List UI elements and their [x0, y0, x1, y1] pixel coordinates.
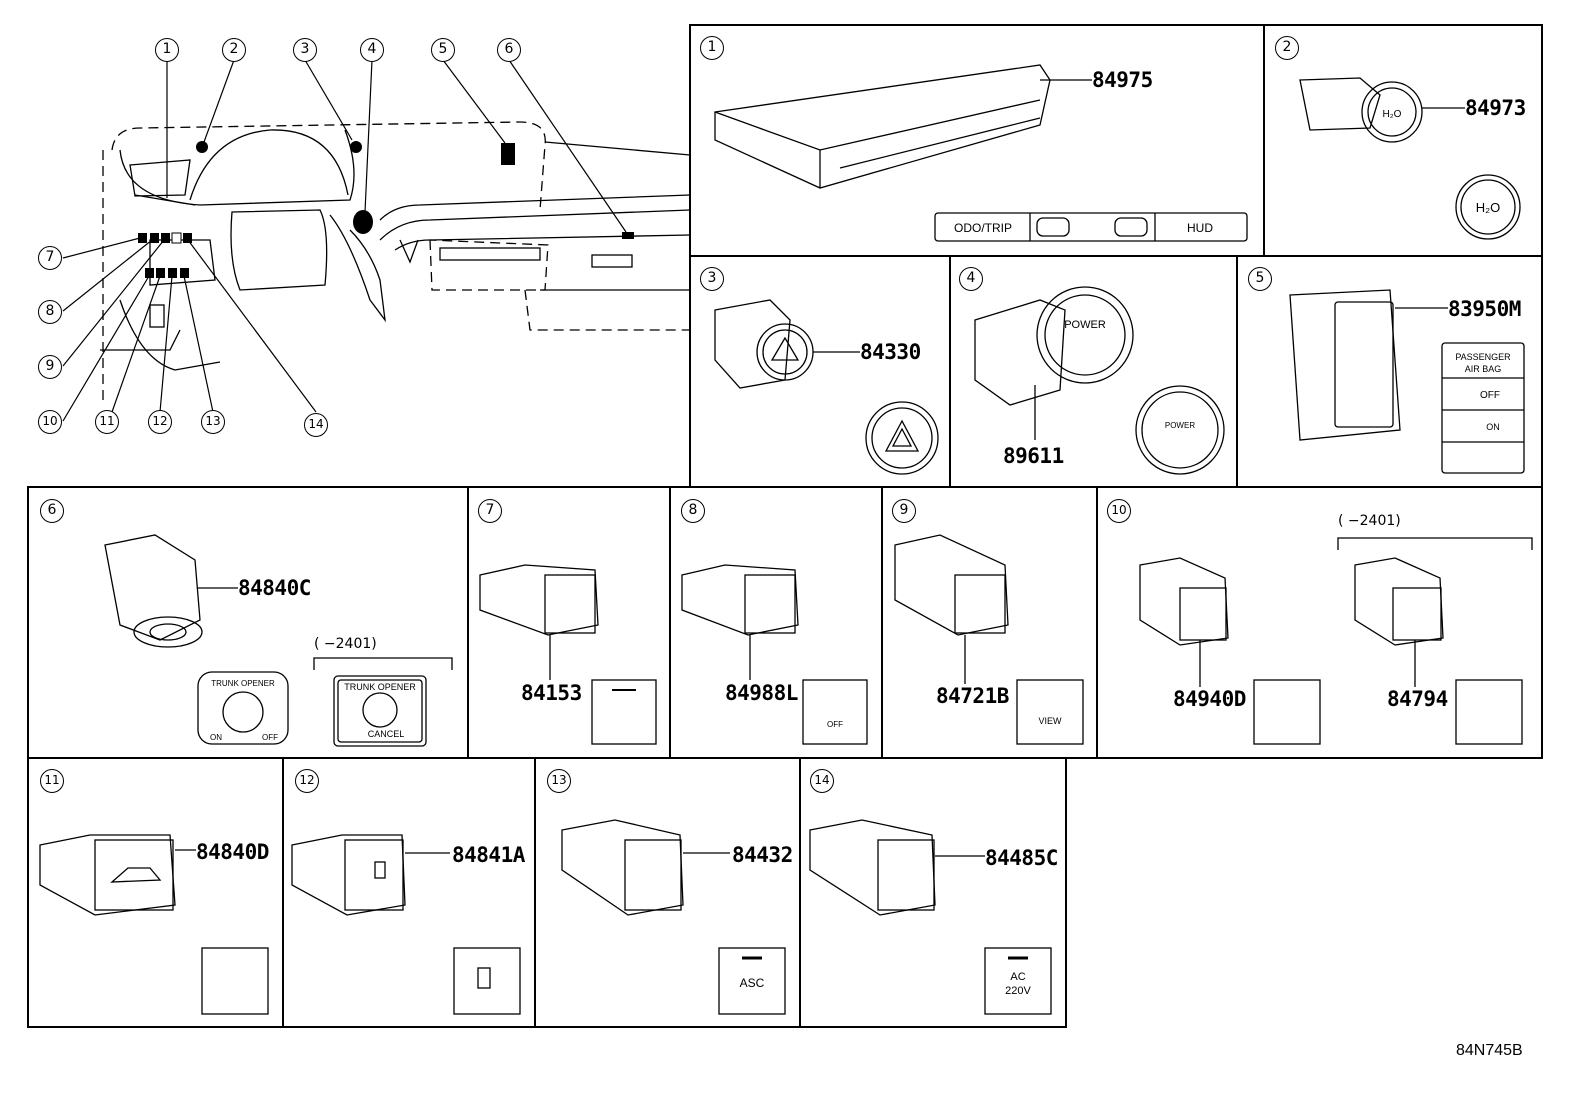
callout-1[interactable]: 1	[155, 38, 179, 62]
part-number-84794[interactable]: 84794	[1387, 687, 1448, 711]
callout-5[interactable]: 5	[431, 38, 455, 62]
panel-13	[534, 757, 801, 1028]
callout-9[interactable]: 9	[38, 355, 62, 379]
callout-12[interactable]: 12	[148, 410, 172, 434]
part-number-89611[interactable]: 89611	[1003, 444, 1064, 468]
diagram-id: 84N745B	[1456, 1042, 1523, 1059]
panel-1	[689, 24, 1265, 257]
panel-num-14: 14	[810, 769, 834, 793]
part-number-84840C[interactable]: 84840C	[238, 576, 311, 600]
panel-9	[881, 486, 1098, 759]
callout-4[interactable]: 4	[360, 38, 384, 62]
panel-3	[689, 255, 951, 488]
panel-num-7: 7	[478, 499, 502, 523]
callout-3[interactable]: 3	[293, 38, 317, 62]
part-number-84975[interactable]: 84975	[1092, 68, 1153, 92]
panel-8	[669, 486, 883, 759]
panel-2	[1263, 24, 1543, 257]
part-number-84330[interactable]: 84330	[860, 340, 921, 364]
panel-num-13: 13	[547, 769, 571, 793]
year-note-panel-10: ( −2401)	[1338, 513, 1401, 529]
part-number-84988L[interactable]: 84988L	[725, 681, 798, 705]
panel-num-3: 3	[700, 267, 724, 291]
panel-12	[282, 757, 536, 1028]
panel-num-8: 8	[681, 499, 705, 523]
callout-6[interactable]: 6	[497, 38, 521, 62]
panel-num-5: 5	[1248, 267, 1272, 291]
panel-11	[27, 757, 284, 1028]
panel-num-11: 11	[40, 769, 64, 793]
panel-num-1: 1	[700, 36, 724, 60]
panel-6	[27, 486, 469, 759]
panel-num-12: 12	[295, 769, 319, 793]
panel-7	[467, 486, 671, 759]
dashboard-overview	[62, 59, 690, 422]
part-number-84153[interactable]: 84153	[521, 681, 582, 705]
panel-num-4: 4	[959, 267, 983, 291]
part-number-84485C[interactable]: 84485C	[985, 846, 1058, 870]
panel-10	[1096, 486, 1543, 759]
callout-14[interactable]: 14	[304, 413, 328, 437]
callout-13[interactable]: 13	[201, 410, 225, 434]
year-note-panel-6: ( −2401)	[314, 636, 377, 652]
part-number-84840D[interactable]: 84840D	[196, 840, 269, 864]
part-number-83950M[interactable]: 83950M	[1448, 297, 1521, 321]
panel-num-10: 10	[1107, 499, 1131, 523]
callout-7[interactable]: 7	[38, 246, 62, 270]
panel-num-6: 6	[40, 499, 64, 523]
callout-11[interactable]: 11	[95, 410, 119, 434]
callout-8[interactable]: 8	[38, 300, 62, 324]
panel-5	[1236, 255, 1543, 488]
part-number-84940D[interactable]: 84940D	[1173, 687, 1246, 711]
panel-4	[949, 255, 1238, 488]
panel-num-2: 2	[1275, 36, 1299, 60]
part-number-84841A[interactable]: 84841A	[452, 843, 525, 867]
panel-num-9: 9	[892, 499, 916, 523]
callout-2[interactable]: 2	[222, 38, 246, 62]
part-number-84973[interactable]: 84973	[1465, 96, 1526, 120]
panel-14	[799, 757, 1067, 1028]
part-number-84432[interactable]: 84432	[732, 843, 793, 867]
callout-10[interactable]: 10	[38, 410, 62, 434]
part-number-84721B[interactable]: 84721B	[936, 684, 1009, 708]
